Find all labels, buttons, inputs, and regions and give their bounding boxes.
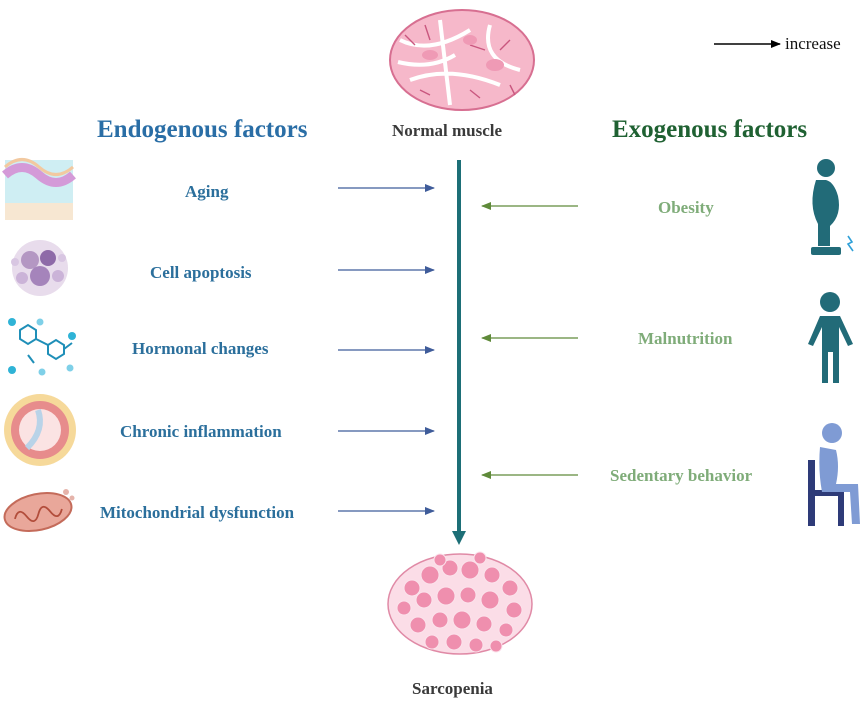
hormonal-changes-label: Hormonal changes bbox=[132, 339, 269, 358]
muscle-fiber bbox=[424, 634, 440, 650]
normal-muscle-icon bbox=[389, 9, 535, 111]
legend-label: increase bbox=[785, 34, 841, 53]
muscle-fiber bbox=[445, 633, 463, 651]
muscle-fiber bbox=[468, 637, 484, 653]
chronic-inflammation-label: Chronic inflammation bbox=[120, 422, 282, 441]
muscle-fiber bbox=[415, 591, 433, 609]
muscle-fiber bbox=[409, 616, 427, 634]
muscle-fiber bbox=[396, 600, 412, 616]
sedentary-behavior-label: Sedentary behavior bbox=[610, 466, 753, 485]
muscle-fiber bbox=[480, 590, 500, 610]
cell-apoptosis-label: Cell apoptosis bbox=[150, 263, 252, 282]
aging-label: Aging bbox=[185, 182, 229, 201]
muscle-fiber bbox=[498, 622, 514, 638]
muscle-fiber bbox=[431, 611, 449, 629]
seated-person-icon bbox=[808, 423, 860, 526]
endogenous-heading: Endogenous factors bbox=[97, 116, 308, 143]
muscle-fiber bbox=[436, 586, 456, 606]
mitochondria-icon bbox=[3, 489, 75, 532]
muscle-fiber bbox=[483, 566, 501, 584]
muscle-fiber bbox=[473, 551, 487, 565]
obese-person-on-scale-icon bbox=[811, 159, 854, 255]
muscle-fiber bbox=[420, 565, 440, 585]
muscle-fiber bbox=[441, 559, 459, 577]
muscle-fiber bbox=[433, 553, 447, 567]
normal-muscle-label: Normal muscle bbox=[392, 121, 503, 140]
sarcopenia-label: Sarcopenia bbox=[412, 679, 493, 698]
skin-layers-icon bbox=[2, 158, 76, 220]
muscle-fiber bbox=[489, 639, 503, 653]
mitochondrial-dysfunction-label: Mitochondrial dysfunction bbox=[100, 503, 295, 522]
malnutrition-label: Malnutrition bbox=[638, 329, 733, 348]
thin-person-icon bbox=[808, 292, 853, 383]
exogenous-heading: Exogenous factors bbox=[612, 116, 808, 143]
muscle-fiber bbox=[403, 579, 421, 597]
hormone-molecule-icon bbox=[8, 318, 76, 376]
sarcopenia-muscle-icon bbox=[387, 551, 533, 655]
muscle-fiber bbox=[452, 610, 472, 630]
muscle-fiber bbox=[505, 601, 523, 619]
muscle-fiber bbox=[459, 586, 477, 604]
muscle-fiber bbox=[475, 615, 493, 633]
muscle-fiber bbox=[460, 560, 480, 580]
muscle-fiber bbox=[501, 579, 519, 597]
obesity-label: Obesity bbox=[658, 198, 714, 217]
apoptotic-cell-icon bbox=[11, 240, 68, 296]
inflamed-vessel-icon bbox=[4, 394, 76, 466]
